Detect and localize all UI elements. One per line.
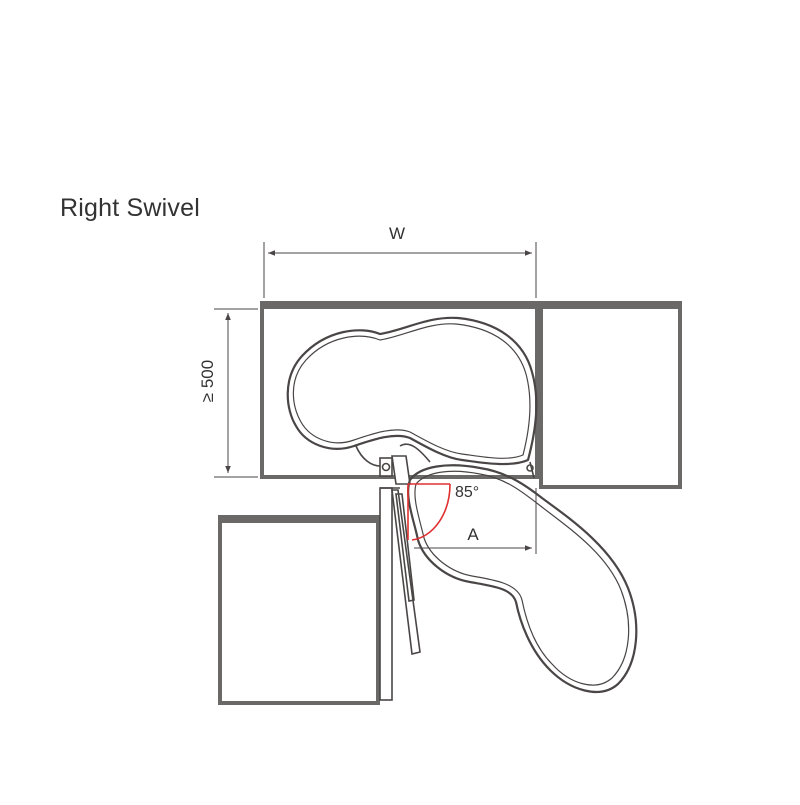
shelf-tray-inside-inner: [292, 323, 531, 459]
dimension-width: [263, 242, 537, 298]
dimension-depth-label: ≥ 500: [198, 360, 217, 402]
angle-indicator: [407, 483, 451, 541]
corner-cabinet: [260, 301, 539, 479]
hinge-mechanism: [355, 443, 535, 485]
dimension-width-label: W: [389, 224, 405, 243]
shelf-tray-swung-inner: [414, 470, 630, 686]
door-frame: [379, 487, 400, 701]
door-panel: [391, 489, 421, 655]
dimension-opening-label: A: [467, 525, 479, 544]
dimension-opening: [414, 488, 537, 554]
dimension-depth: [214, 308, 258, 478]
lower-cabinet: [218, 515, 380, 705]
diagram-title: Right Swivel: [60, 194, 200, 222]
shelf-tray-inside: [286, 316, 538, 466]
right-cabinet: [539, 301, 682, 489]
angle-label: 85°: [455, 484, 479, 501]
shelf-tray-swung: [407, 464, 638, 693]
